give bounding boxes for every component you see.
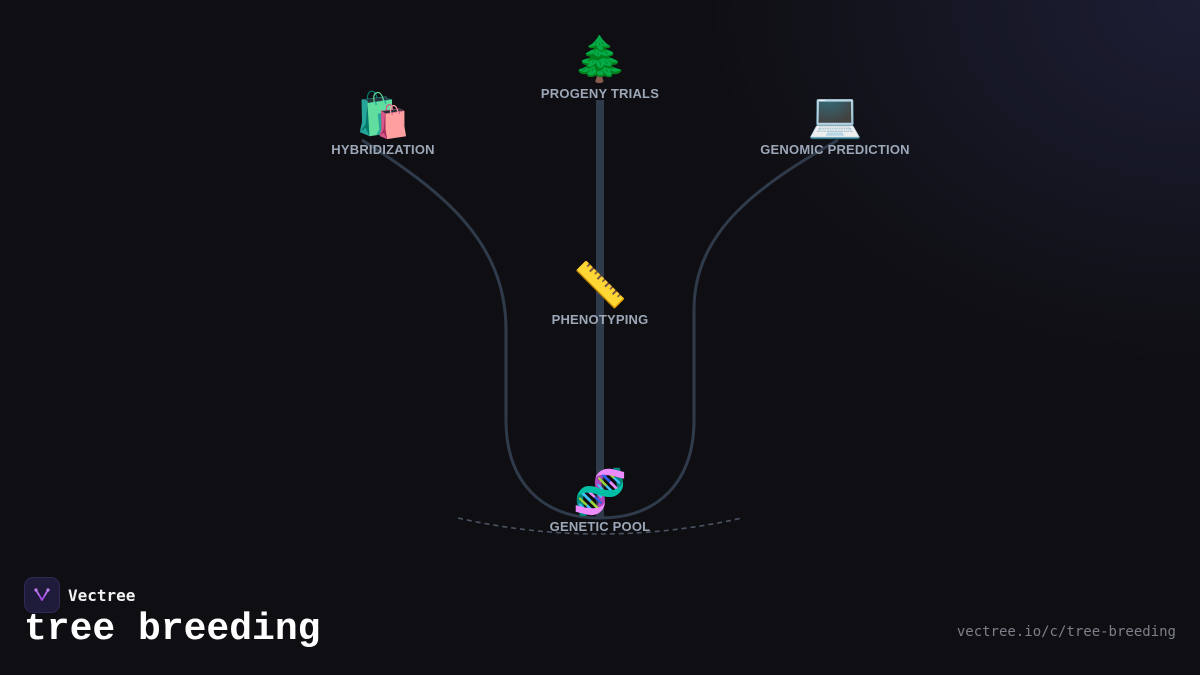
node-label: HYBRIDIZATION	[331, 142, 435, 157]
left-branch	[361, 138, 601, 520]
vectree-logo-icon	[24, 577, 60, 613]
dna-icon: 🧬	[572, 468, 628, 517]
node-label: GENOMIC PREDICTION	[760, 142, 910, 157]
evergreen-tree-icon: 🌲	[572, 35, 628, 84]
right-branch	[599, 138, 839, 520]
node-hybridization: 🛍️ HYBRIDIZATION	[331, 91, 435, 158]
node-progeny-trials: 🌲 PROGENY TRIALS	[540, 35, 660, 102]
page-title: tree breeding	[24, 608, 321, 651]
shopping-bags-icon: 🛍️	[355, 91, 411, 140]
ruler-icon: 📏	[572, 261, 628, 310]
ground-line	[457, 517, 743, 535]
page-url[interactable]: vectree.io/c/tree-breeding	[956, 624, 1176, 640]
node-label: PROGENY TRIALS	[540, 86, 660, 101]
node-genomic-prediction: 💻 GENOMIC PREDICTION	[760, 91, 910, 158]
node-phenotyping: 📏 PHENOTYPING	[551, 261, 649, 328]
brand[interactable]: Vectree	[24, 577, 135, 613]
node-label: PHENOTYPING	[551, 312, 649, 327]
laptop-icon: 💻	[807, 91, 863, 140]
brand-name: Vectree	[68, 585, 136, 605]
node-label: GENETIC POOL	[549, 519, 651, 534]
node-genetic-pool: 🧬 GENETIC POOL	[549, 468, 651, 535]
